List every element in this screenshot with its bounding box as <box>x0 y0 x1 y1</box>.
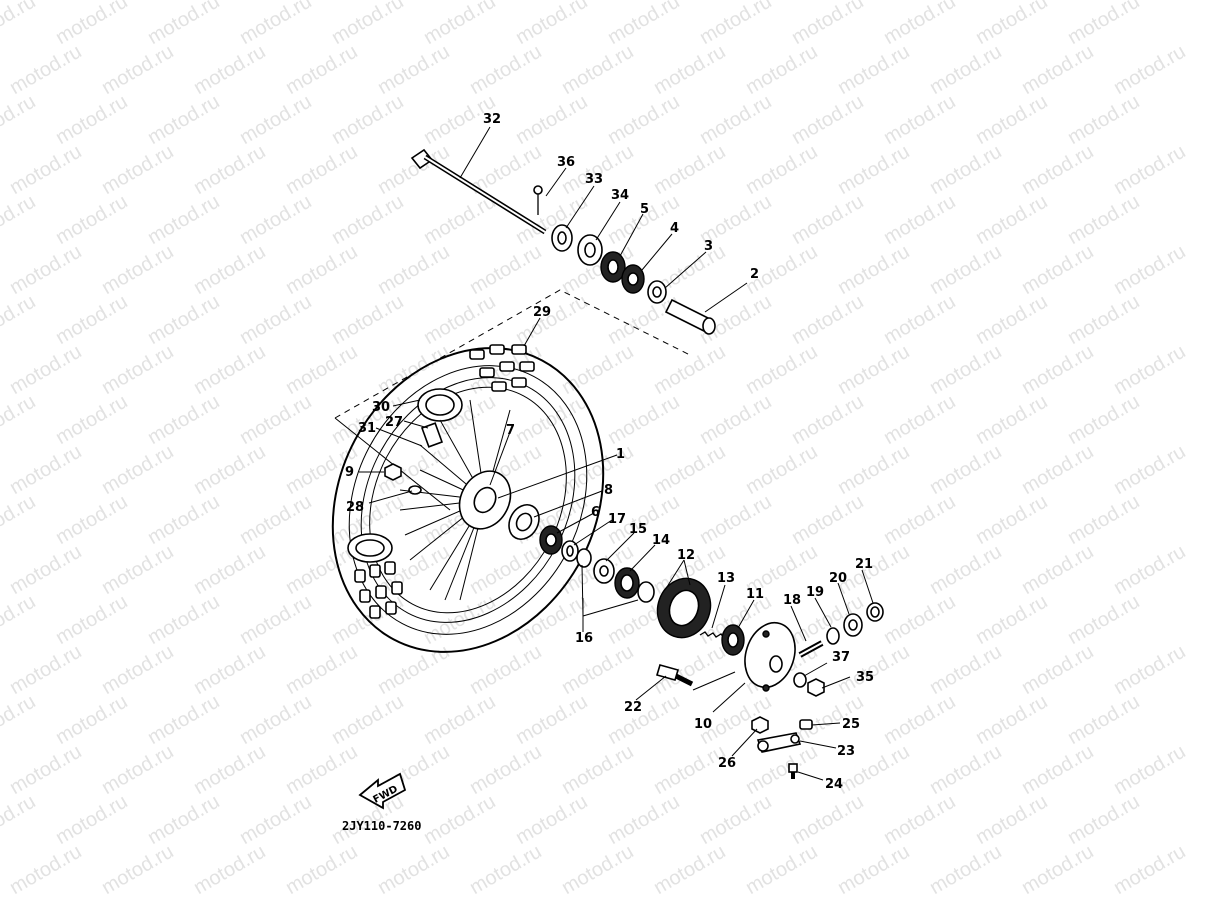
leader-lines <box>359 126 874 781</box>
bolt-25 <box>799 719 813 730</box>
callout-34: 34 <box>611 188 629 203</box>
bearing-right <box>600 251 626 283</box>
cotter-pin <box>533 185 543 215</box>
callout-9: 9 <box>345 465 354 480</box>
callout-24: 24 <box>825 777 843 792</box>
nipple <box>408 485 422 495</box>
tube-valve <box>420 422 444 448</box>
bolt-24 <box>788 763 798 779</box>
spacer <box>621 264 645 294</box>
spacer-left <box>561 540 579 562</box>
callout-2: 2 <box>750 267 759 282</box>
callout-19: 19 <box>806 585 824 600</box>
brake-shoe-plate <box>744 621 796 692</box>
diagram-code: 2JY110-7260 <box>342 819 421 833</box>
callout-31: 31 <box>358 421 376 436</box>
axle-shaft <box>410 148 547 235</box>
washer <box>637 581 655 603</box>
callout-11: 11 <box>746 587 764 602</box>
callout-labels: 32 36 33 34 5 4 3 2 29 30 27 31 7 1 8 9 … <box>345 112 874 792</box>
callout-16: 16 <box>575 631 593 646</box>
callout-22: 22 <box>624 700 642 715</box>
callout-8: 8 <box>604 483 613 498</box>
callout-35: 35 <box>856 670 874 685</box>
callout-33: 33 <box>585 172 603 187</box>
callout-15: 15 <box>629 522 647 537</box>
rod-fitting <box>655 664 694 687</box>
washer-26 <box>751 716 769 734</box>
callout-23: 23 <box>837 744 855 759</box>
oil-seal-left <box>576 548 592 568</box>
bearing-left <box>539 525 563 555</box>
callout-10: 10 <box>694 717 712 732</box>
camshaft-lever <box>756 732 802 753</box>
spoke-nut <box>384 463 402 481</box>
oil-seal <box>647 280 667 304</box>
seal <box>721 624 745 656</box>
camshaft <box>798 640 824 658</box>
callout-3: 3 <box>704 239 713 254</box>
clutch-hub <box>614 567 640 599</box>
callout-29: 29 <box>533 305 551 320</box>
callout-20: 20 <box>829 571 847 586</box>
washer-37 <box>793 672 807 688</box>
cap-21 <box>866 602 884 622</box>
fwd-arrow-icon: FWD <box>358 772 407 810</box>
callout-14: 14 <box>652 533 670 548</box>
callout-37: 37 <box>832 650 850 665</box>
hub-cover <box>508 504 540 540</box>
callout-1: 1 <box>616 447 625 462</box>
brake-shoe-kit <box>656 577 712 639</box>
nut-35 <box>807 678 825 697</box>
callout-27: 27 <box>385 415 403 430</box>
rear-wheel <box>331 344 605 653</box>
axle-nut <box>551 224 573 252</box>
callout-4: 4 <box>670 221 679 236</box>
callout-7: 7 <box>506 423 515 438</box>
spacer-tube <box>664 298 716 335</box>
collar <box>577 234 603 266</box>
nut-20 <box>843 613 863 637</box>
callout-5: 5 <box>640 202 649 217</box>
washer-19 <box>826 627 840 645</box>
callout-12: 12 <box>677 548 695 563</box>
callout-28: 28 <box>346 500 364 515</box>
callout-36: 36 <box>557 155 575 170</box>
spring <box>699 631 725 639</box>
callout-13: 13 <box>717 571 735 586</box>
callout-6: 6 <box>591 505 600 520</box>
callout-17: 17 <box>608 512 626 527</box>
collar-left <box>593 558 615 584</box>
callout-30: 30 <box>372 400 390 415</box>
callout-32: 32 <box>483 112 501 127</box>
callout-26: 26 <box>718 756 736 771</box>
callout-18: 18 <box>783 593 801 608</box>
callout-25: 25 <box>842 717 860 732</box>
callout-21: 21 <box>855 557 873 572</box>
